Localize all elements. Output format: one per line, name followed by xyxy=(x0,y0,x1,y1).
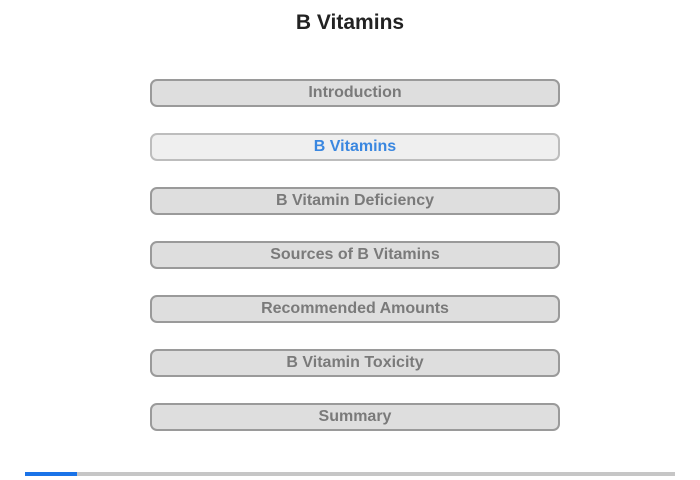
menu-item-b-vitamin-toxicity[interactable]: B Vitamin Toxicity xyxy=(150,349,560,377)
menu-item-sources-of-b-vitamins[interactable]: Sources of B Vitamins xyxy=(150,241,560,269)
menu-item-b-vitamin-deficiency[interactable]: B Vitamin Deficiency xyxy=(150,187,560,215)
menu-item-introduction[interactable]: Introduction xyxy=(150,79,560,107)
menu-item-summary[interactable]: Summary xyxy=(150,403,560,431)
section-menu: Introduction B Vitamins B Vitamin Defici… xyxy=(150,79,560,457)
progress-fill xyxy=(25,472,77,476)
menu-item-recommended-amounts[interactable]: Recommended Amounts xyxy=(150,295,560,323)
progress-bar xyxy=(25,472,675,476)
menu-item-b-vitamins[interactable]: B Vitamins xyxy=(150,133,560,161)
page-title: B Vitamins xyxy=(295,11,405,34)
